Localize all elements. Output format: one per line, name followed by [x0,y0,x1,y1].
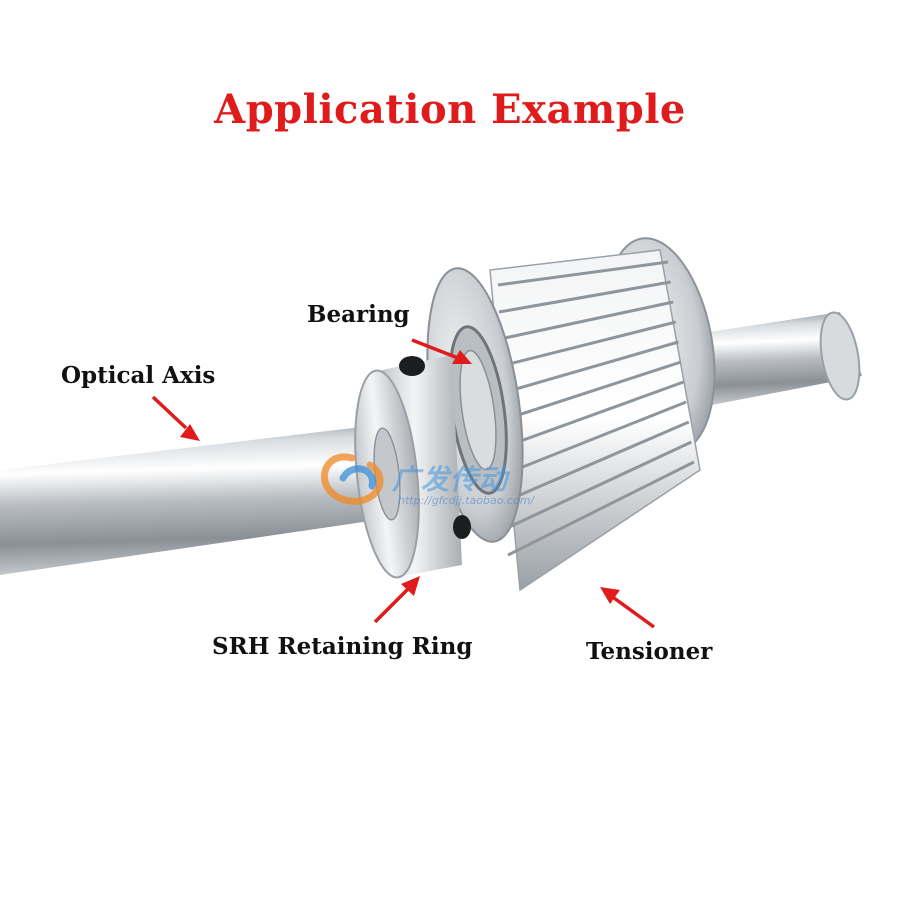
arrow-retaining-ring [373,576,420,624]
set-screw-bottom [453,515,471,539]
srh-retaining-ring [354,355,471,579]
pulley-tooth-groove [497,260,669,287]
pulley-teeth [497,260,695,557]
watermark-url: http://gfcdjj.taobao.com/ [398,494,535,507]
optical-axis-right [690,311,862,405]
optical-axis-left [0,420,432,575]
pulley-tooth-groove [506,440,693,530]
pulley-tooth-groove [504,400,687,476]
label-srh-retaining-ring: SRH Retaining Ring [212,633,473,660]
tensioner-pulley [489,249,701,592]
arrow-optical-axis [151,395,200,441]
watermark-text: 广发传动 [392,463,509,496]
arrow-bearing [411,338,472,364]
pulley-tooth-groove [501,340,679,395]
pulley-tooth-groove [499,300,674,341]
swirl-logo-icon [321,453,384,505]
pulley-tooth-groove [500,320,677,368]
label-optical-axis: Optical Axis [61,362,216,389]
label-tensioner: Tensioner [586,638,713,665]
set-screw-top [399,356,425,376]
pulley-tooth-groove [498,280,671,314]
pulley-tooth-groove [507,460,695,557]
page-title: Application Example [214,86,686,133]
pulley-tooth-groove [505,420,690,503]
pulley-tooth-groove [503,380,685,449]
pulley-tooth-groove [502,360,682,422]
callout-arrows [151,338,656,629]
label-bearing: Bearing [307,301,410,328]
arrow-tensioner [600,587,656,629]
